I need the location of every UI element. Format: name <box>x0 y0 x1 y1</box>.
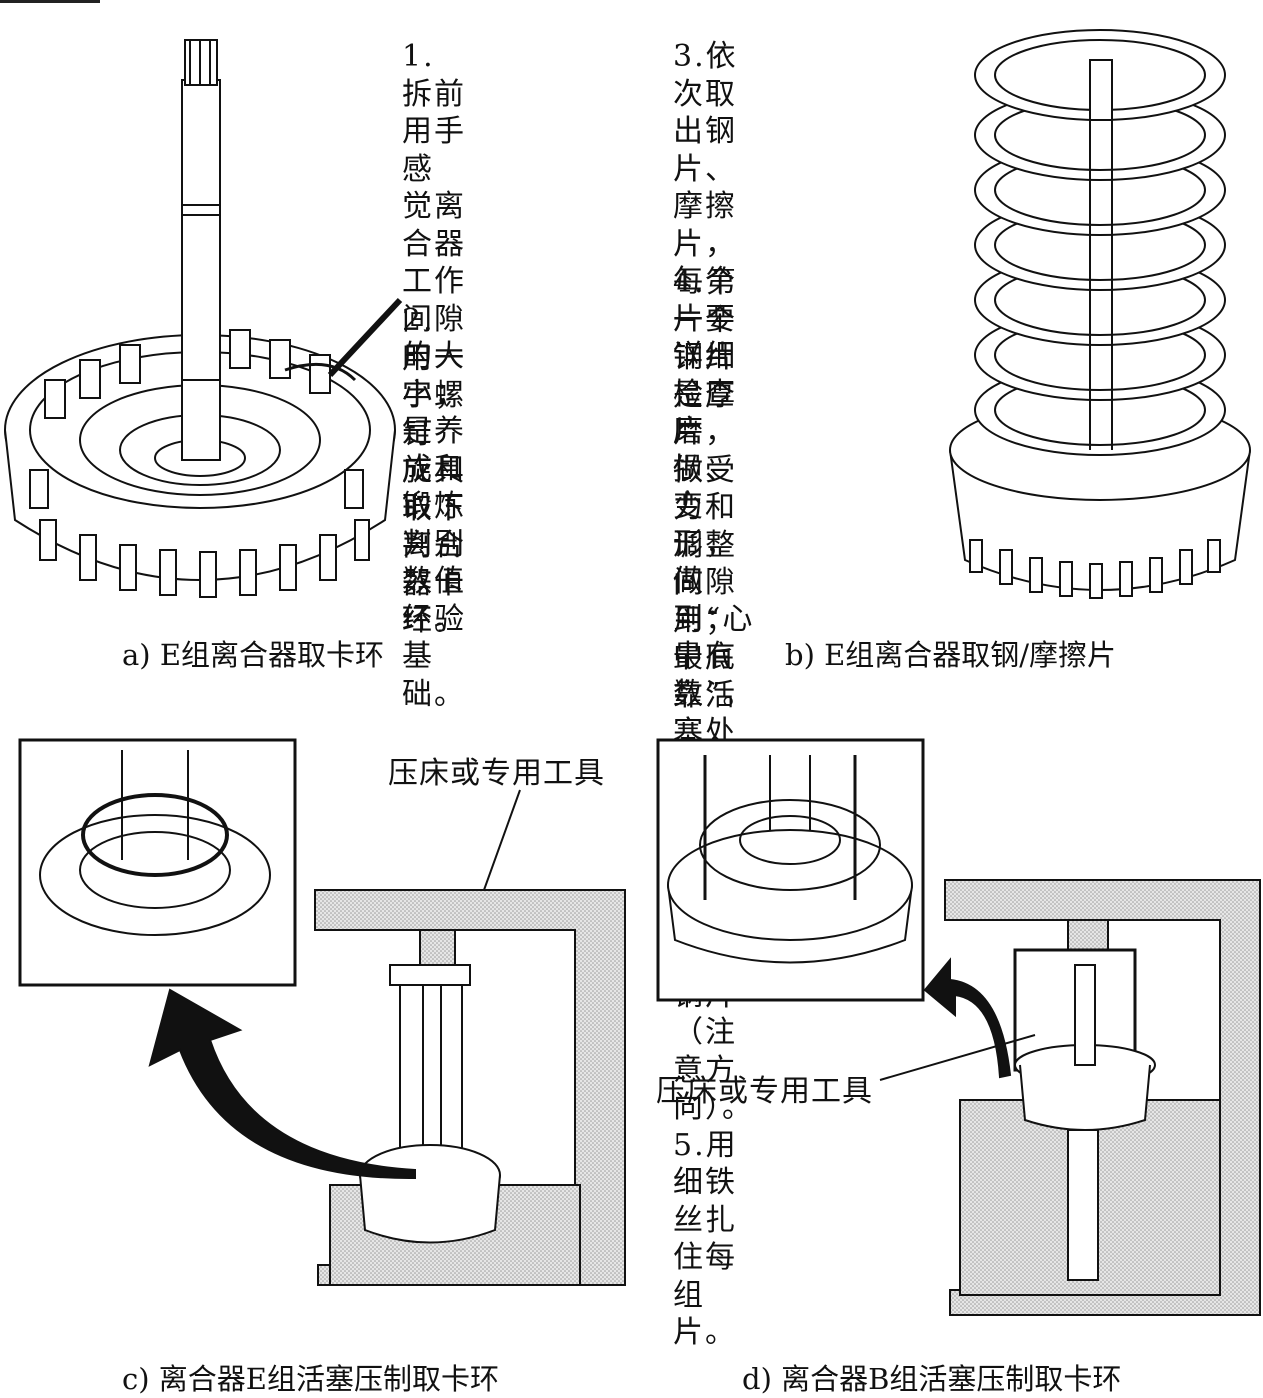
panel-a-note-1: 1.拆前用手感 觉离合器工作 间隙的大小； 是养成和锻炼 判别数值经验 基础。 <box>402 39 466 712</box>
panel-b-caption: b) E组离合器取钢/摩擦片 <box>785 638 1117 672</box>
clutch-e-snap-ring-illustration <box>4 39 403 598</box>
panel-d-caption: d) 离合器B组活塞压制取卡环 <box>742 1362 1122 1396</box>
press-tool-e-illustration <box>18 738 626 1286</box>
panel-c-leader-line <box>483 789 521 891</box>
panel-a-caption: a) E组离合器取卡环 <box>122 638 384 672</box>
panel-c-callout: 压床或专用工具 <box>388 756 605 791</box>
panel-a-note-2: 2.用一字螺钉 旋具取下离合 器卡环。 <box>402 303 466 638</box>
clutch-plates-stack-illustration <box>949 29 1251 599</box>
corner-mark <box>0 0 100 3</box>
panel-d-callout: 压床或专用工具 <box>656 1074 873 1109</box>
panel-b-note-1: 3.依次取出钢片、 摩擦片，每个片要 详细检查磨损、变 形，做到“心中有 数”。 <box>673 39 755 712</box>
press-tool-b-illustration <box>656 738 1261 1316</box>
